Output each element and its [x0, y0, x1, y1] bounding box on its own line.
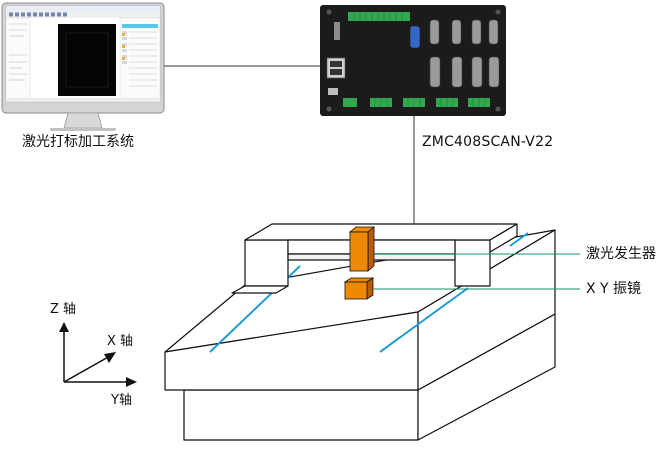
blue-db-port — [409, 25, 421, 49]
rail-right — [379, 287, 469, 353]
db-ports-upper — [429, 19, 499, 45]
axis-indicator — [63, 328, 130, 383]
monitor-canvas — [58, 24, 116, 96]
ethernet-ports — [326, 57, 346, 79]
y-axis-label: Y轴 — [111, 393, 132, 408]
table-base-front — [183, 389, 419, 441]
controller-device — [320, 5, 506, 116]
gantry-beam-top — [244, 223, 518, 241]
monitor — [1, 2, 165, 131]
x-axis-arrow — [63, 355, 111, 383]
table-top-side — [417, 229, 556, 391]
x-axis-label: X 轴 — [107, 334, 134, 349]
software-label: 激光打标加工系统 — [22, 134, 134, 150]
controller-label: ZMC408SCAN-V22 — [422, 134, 554, 150]
rail-right-back — [509, 232, 529, 247]
laser-generator-label: 激光发生器 — [586, 246, 656, 262]
db-ports-lower — [429, 56, 500, 88]
top-terminal-block — [348, 12, 410, 21]
laser-generator — [348, 226, 376, 272]
xy-galvo-label: X Y 振镜 — [586, 281, 642, 297]
z-axis-label: Z 轴 — [50, 302, 77, 317]
xy-galvo — [343, 277, 375, 300]
